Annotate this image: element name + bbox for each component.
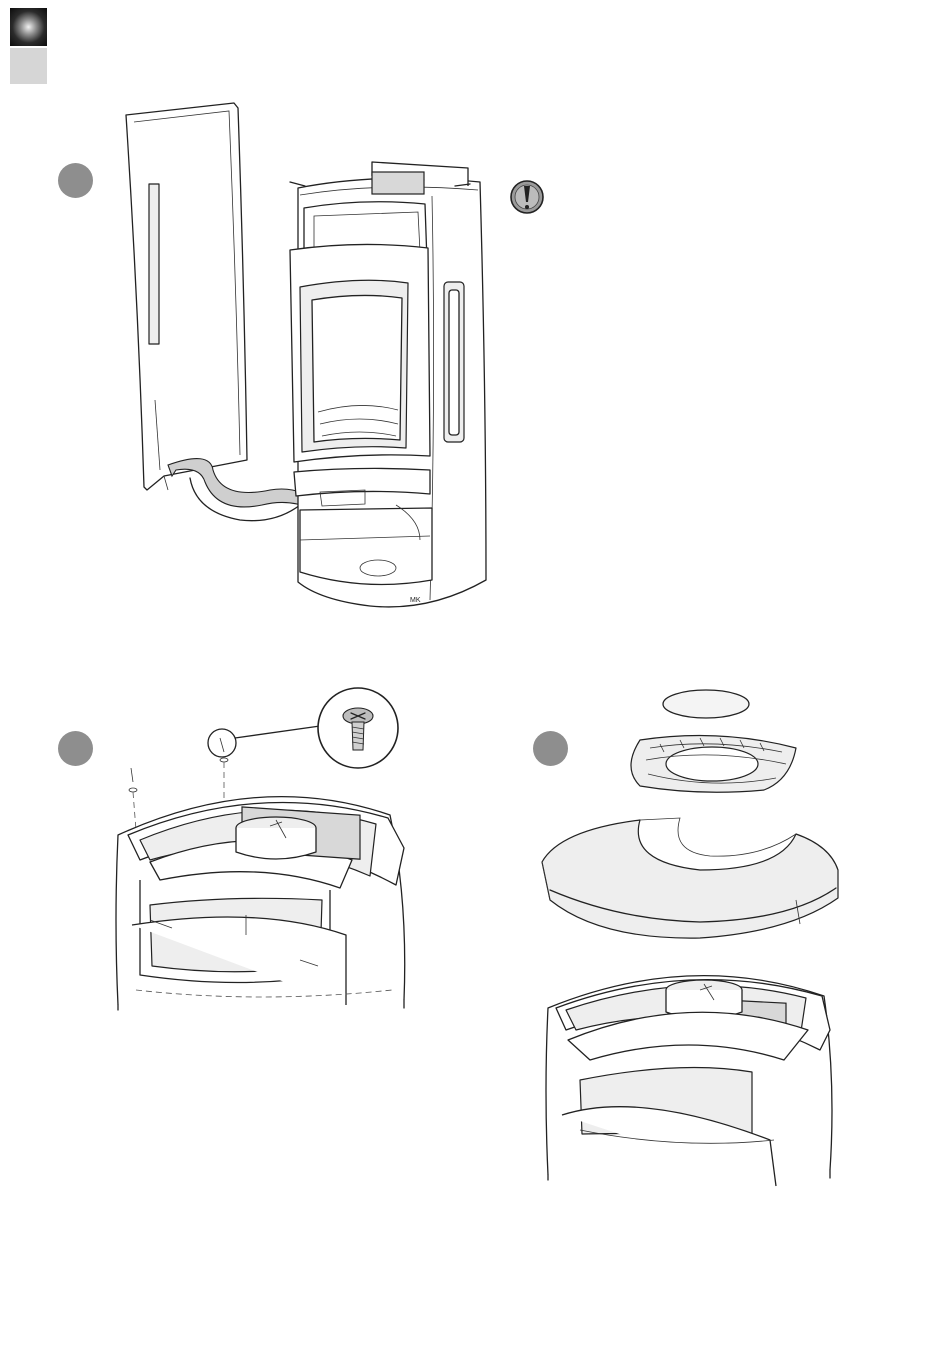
exclamation-icon — [511, 181, 543, 213]
top-plate — [663, 690, 749, 718]
stove-top-step-2 — [116, 797, 405, 1010]
side-panel — [126, 103, 247, 490]
stove-badge: MK — [410, 597, 421, 604]
stove-top-step-3 — [546, 976, 832, 1186]
grill-plate — [631, 736, 796, 793]
stone-top-ring — [542, 818, 838, 938]
stove-body — [290, 162, 486, 607]
